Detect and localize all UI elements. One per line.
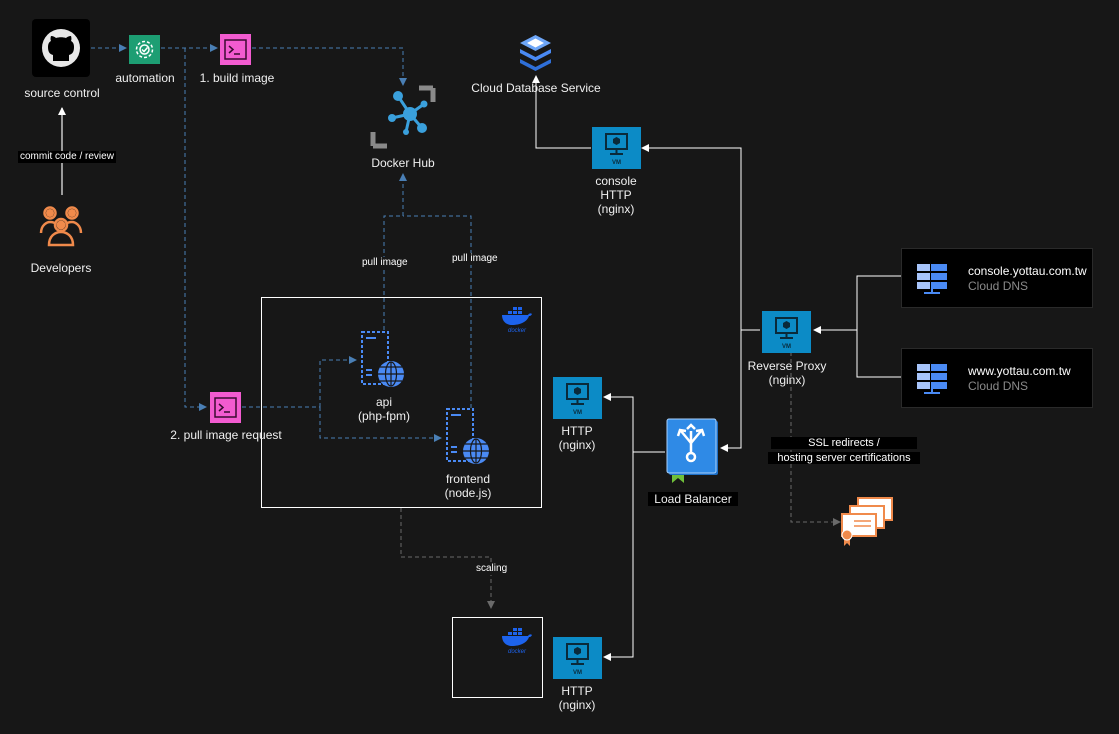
docker-whale-icon: docker (500, 626, 534, 655)
ssl-edge-label-2: hosting server certifications (768, 452, 920, 464)
cloud-database-label: Cloud Database Service (471, 81, 601, 95)
edge-frontend-pull (403, 215, 472, 408)
console-http-vm[interactable]: VM (592, 127, 641, 169)
edge-proxy-to-lb (720, 330, 742, 452)
console-http-label-3: (nginx) (597, 202, 635, 216)
load-balancer-label: Load Balancer (648, 492, 738, 506)
certificate-node[interactable] (838, 496, 896, 548)
dns-card-www[interactable]: www.yottau.com.tw Cloud DNS (901, 348, 1093, 408)
developers-node[interactable] (39, 203, 83, 247)
frontend-node[interactable] (446, 408, 492, 466)
terminal-icon (214, 397, 237, 418)
docker-hub-node[interactable] (370, 84, 436, 150)
frontend-label: frontend (445, 472, 491, 486)
http-vm-1[interactable]: VM (553, 377, 602, 419)
edge-dns2-to-proxy (856, 330, 901, 378)
edge-console-to-db (532, 75, 591, 149)
dns-name: www.yottau.com.tw (968, 364, 1071, 378)
source-control-label: source control (24, 86, 100, 100)
build-image-node[interactable] (220, 34, 251, 65)
commit-edge-label: commit code / review (18, 151, 116, 163)
console-http-label-1: console (595, 174, 637, 188)
build-image-label: 1. build image (199, 71, 275, 85)
load-balancer-node[interactable] (666, 417, 720, 485)
dns-subtitle: Cloud DNS (968, 379, 1029, 393)
edge-lb-to-http1 (603, 393, 634, 452)
docker-badge-text: docker (508, 328, 527, 333)
frontend-sublabel: (node.js) (444, 486, 492, 500)
automation-node[interactable] (129, 35, 160, 64)
reverse-proxy-label: Reverse Proxy (747, 359, 827, 373)
source-control-node[interactable] (32, 19, 90, 77)
automation-gear-icon (135, 40, 154, 59)
certificate-icon (841, 497, 893, 546)
console-http-label-2: HTTP (600, 188, 632, 202)
api-node[interactable] (361, 331, 407, 389)
automation-label: automation (115, 71, 175, 85)
vm-tag: VM (573, 410, 582, 416)
http-2-sublabel: (nginx) (558, 698, 596, 712)
vm-icon: VM (566, 383, 589, 416)
load-balancer-icon (666, 418, 718, 483)
vm-tag: VM (612, 160, 621, 166)
http-2-label: HTTP (561, 684, 593, 698)
cloud-database-icon (520, 35, 551, 71)
pull-image-edge-label: pull image (450, 253, 500, 265)
pull-image-request-node[interactable] (210, 392, 241, 423)
cloud-database-node[interactable] (518, 33, 553, 73)
edge-scaling (400, 508, 495, 609)
docker-whale-icon: docker (500, 305, 534, 334)
dns-icon (916, 362, 948, 394)
developers-label: Developers (30, 261, 92, 275)
reverse-proxy-vm[interactable]: VM (762, 311, 811, 353)
reverse-proxy-sublabel: (nginx) (768, 373, 806, 387)
vm-icon: VM (775, 317, 798, 350)
edge-request-to-api (319, 356, 357, 407)
edge-lb-to-http2 (603, 452, 634, 661)
github-icon (42, 29, 80, 67)
terminal-icon (224, 39, 247, 60)
edge-api-pull (383, 173, 407, 330)
edge-proxy-to-cert (790, 352, 841, 526)
vm-icon: VM (605, 133, 628, 166)
http-1-sublabel: (nginx) (558, 438, 596, 452)
developers-icon (39, 206, 83, 247)
http-1-label: HTTP (561, 424, 593, 438)
vm-icon: VM (566, 643, 589, 676)
dns-name: console.yottau.com.tw (968, 264, 1087, 278)
edge-proxy-to-console (641, 144, 760, 331)
scaling-edge-label: scaling (474, 563, 510, 575)
api-sublabel: (php-fpm) (357, 409, 410, 423)
pull-image-request-label: 2. pull image request (170, 428, 282, 442)
web-container-icon (361, 331, 404, 387)
dns-card-console[interactable]: console.yottau.com.tw Cloud DNS (901, 248, 1093, 308)
edge-dns1-to-proxy (856, 275, 901, 330)
vm-tag: VM (782, 344, 791, 350)
edge-request-to-frontend (319, 407, 442, 442)
docker-badge-text: docker (508, 649, 527, 654)
vm-tag: VM (573, 670, 582, 676)
pull-image-edge-label: pull image (360, 257, 410, 269)
edge-automation-to-pull-request (184, 48, 207, 411)
web-container-icon (446, 408, 489, 464)
http-vm-2[interactable]: VM (553, 637, 602, 679)
ssl-edge-label-1: SSL redirects / (771, 437, 917, 449)
docker-hub-label: Docker Hub (371, 156, 435, 170)
api-label: api (375, 395, 392, 409)
edge-build-to-hub (252, 47, 407, 86)
docker-cluster-box (261, 297, 542, 508)
docker-scaled-box (452, 617, 543, 698)
dns-subtitle: Cloud DNS (968, 279, 1029, 293)
dns-icon (916, 262, 948, 294)
docker-hub-icon (370, 85, 436, 149)
